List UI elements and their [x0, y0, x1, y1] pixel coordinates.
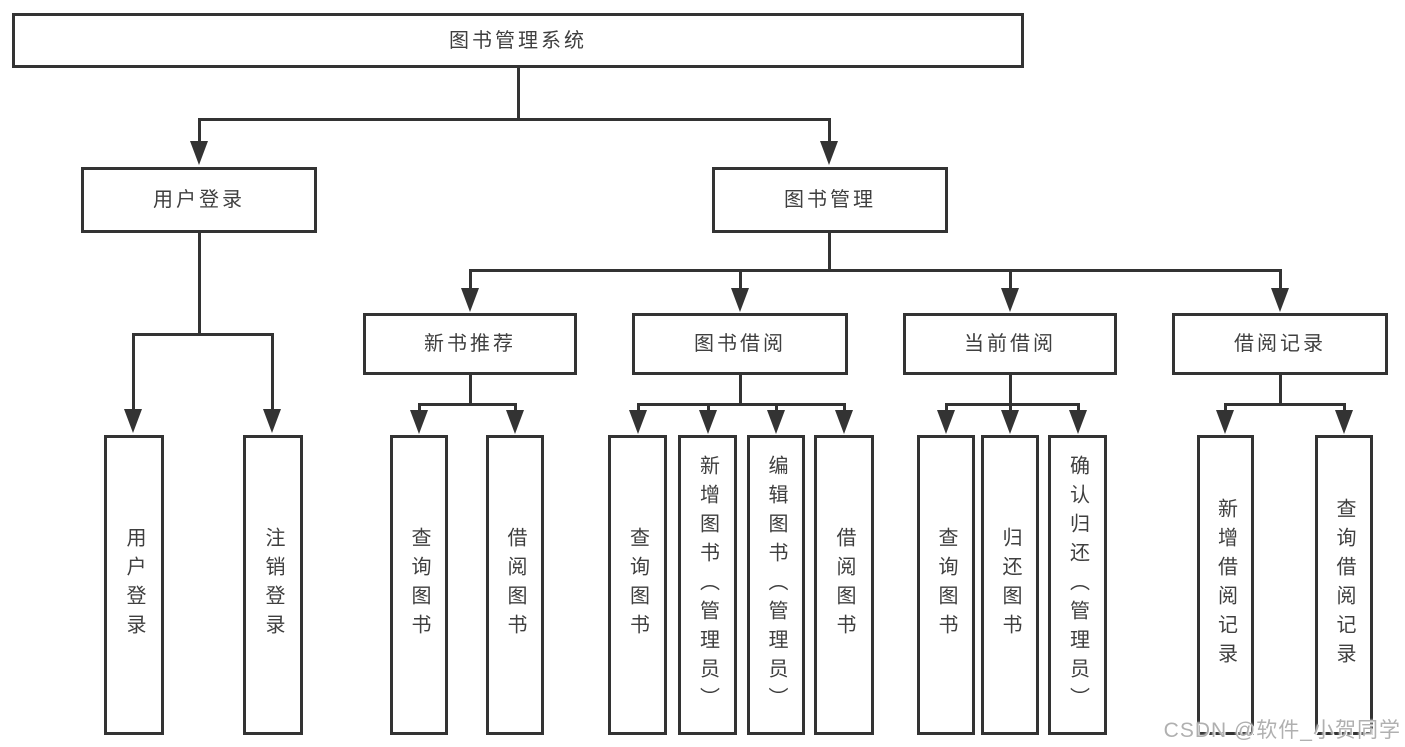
leaf-add-books-admin: 新增图书（管理员）	[678, 435, 737, 735]
arrowhead-down-icon	[1001, 288, 1019, 312]
connector-line	[739, 375, 742, 406]
connector-line	[1009, 269, 1012, 290]
node-book-borrow: 图书借阅	[632, 313, 848, 375]
connector-line	[469, 269, 472, 290]
arrowhead-down-icon	[937, 410, 955, 434]
connector-line	[1279, 269, 1282, 290]
leaf-edit-books-admin: 编辑图书（管理员）	[747, 435, 805, 735]
node-borrow-record: 借阅记录	[1172, 313, 1388, 375]
arrowhead-down-icon	[767, 410, 785, 434]
connector-line	[775, 403, 778, 413]
connector-line	[418, 403, 421, 413]
leaf-query-borrow-record: 查询借阅记录	[1315, 435, 1373, 735]
leaf-query-books: 查询图书	[917, 435, 975, 735]
node-current-borrow: 当前借阅	[903, 313, 1117, 375]
connector-line	[517, 68, 520, 120]
leaf-return-books: 归还图书	[981, 435, 1039, 735]
connector-line	[514, 403, 517, 413]
connector-line	[469, 269, 1281, 272]
arrowhead-down-icon	[1069, 410, 1087, 434]
arrowhead-down-icon	[506, 410, 524, 434]
node-book-management: 图书管理	[712, 167, 948, 233]
connector-line	[132, 333, 135, 411]
arrowhead-down-icon	[820, 141, 838, 165]
leaf-confirm-return-admin: 确认归还（管理员）	[1048, 435, 1107, 735]
connector-line	[469, 375, 472, 406]
connector-line	[707, 403, 710, 413]
connector-line	[1077, 403, 1080, 413]
arrowhead-down-icon	[263, 409, 281, 433]
arrowhead-down-icon	[731, 288, 749, 312]
connector-line	[198, 118, 831, 121]
leaf-query-books: 查询图书	[390, 435, 448, 735]
arrowhead-down-icon	[1216, 410, 1234, 434]
arrowhead-down-icon	[629, 410, 647, 434]
arrowhead-down-icon	[124, 409, 142, 433]
arrowhead-down-icon	[461, 288, 479, 312]
leaf-borrow-books: 借阅图书	[814, 435, 874, 735]
arrowhead-down-icon	[699, 410, 717, 434]
arrowhead-down-icon	[1335, 410, 1353, 434]
connector-line	[132, 333, 274, 336]
node-user-login: 用户登录	[81, 167, 317, 233]
connector-line	[1224, 403, 1345, 406]
node-root-system: 图书管理系统	[12, 13, 1024, 68]
connector-line	[198, 233, 201, 336]
connector-line	[1343, 403, 1346, 413]
node-new-book-recommend: 新书推荐	[363, 313, 577, 375]
connector-line	[1009, 375, 1012, 406]
arrowhead-down-icon	[1001, 410, 1019, 434]
connector-line	[1224, 403, 1227, 413]
arrowhead-down-icon	[410, 410, 428, 434]
connector-line	[1279, 375, 1282, 406]
connector-line	[271, 333, 274, 411]
leaf-user-login: 用户登录	[104, 435, 164, 735]
arrowhead-down-icon	[1271, 288, 1289, 312]
connector-line	[1009, 403, 1012, 413]
leaf-add-borrow-record: 新增借阅记录	[1197, 435, 1254, 735]
csdn-watermark: CSDN @软件_小贺同学	[1163, 719, 1401, 742]
connector-line	[828, 118, 831, 143]
connector-line	[945, 403, 948, 413]
connector-line	[843, 403, 846, 413]
connector-line	[739, 269, 742, 290]
connector-line	[637, 403, 845, 406]
leaf-borrow-books: 借阅图书	[486, 435, 544, 735]
arrowhead-down-icon	[835, 410, 853, 434]
connector-line	[828, 233, 831, 272]
connector-line	[637, 403, 640, 413]
arrowhead-down-icon	[190, 141, 208, 165]
connector-line	[198, 118, 201, 143]
connector-line	[945, 403, 1079, 406]
leaf-logout: 注销登录	[243, 435, 303, 735]
connector-line	[418, 403, 517, 406]
leaf-query-books: 查询图书	[608, 435, 667, 735]
